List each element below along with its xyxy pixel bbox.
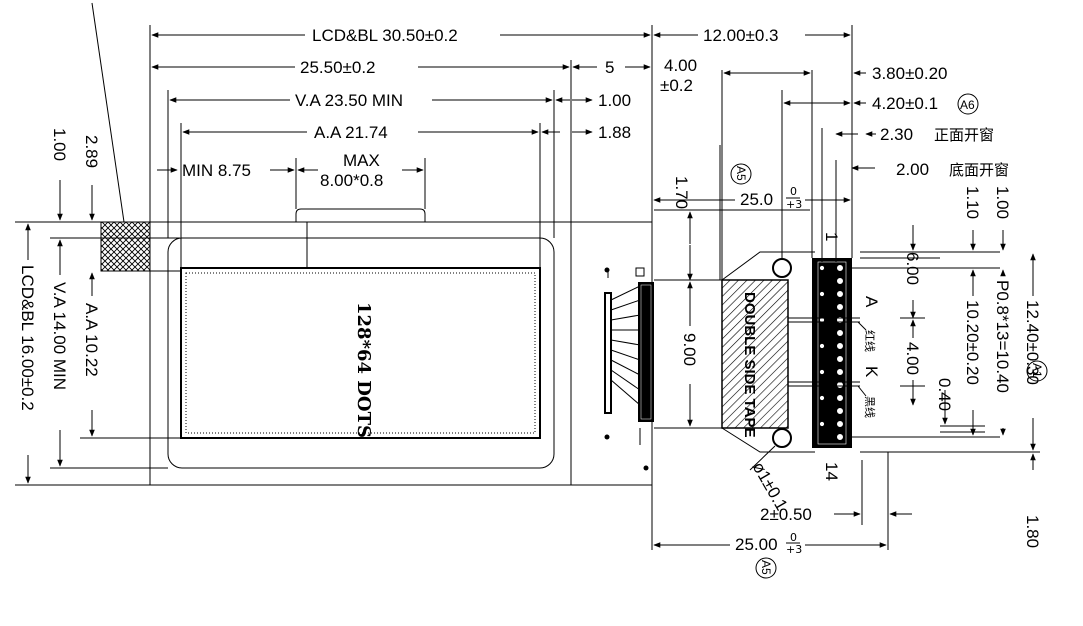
- black-wire-label: 黑线: [863, 396, 877, 418]
- dim-1-80: 1.80: [1023, 515, 1042, 548]
- dim-2-00: 2.00: [896, 160, 929, 179]
- bottom-window-label: 底面开窗: [949, 161, 1009, 179]
- side-view: DOUBLE SIDE TAPE: [604, 145, 900, 481]
- middle-vertical-dims: 9.00: [680, 211, 699, 427]
- dim-4-00: 4.00: [664, 56, 697, 75]
- svg-text:A5: A5: [734, 166, 748, 181]
- dim-max-value: 8.00*0.8: [320, 171, 383, 190]
- dim-va-height: V.A 14.00 MIN: [50, 282, 69, 390]
- dim-4-20: 4.20±0.1: [872, 94, 938, 113]
- dim-12-40: 12.40±0.30: [1023, 300, 1042, 385]
- left-dimensions: LCD&BL 16.00±0.2 V.A 14.00 MIN A.A 10.22…: [15, 128, 181, 486]
- svg-text:A6: A6: [960, 98, 975, 112]
- dim-1-70: 1.70: [672, 176, 691, 209]
- dim-va-width: V.A 23.50 MIN: [295, 91, 403, 110]
- dim-9-00: 9.00: [680, 333, 699, 366]
- dim-12-00: 12.00±0.3: [703, 26, 779, 45]
- dim-10-20: 10.20±0.20: [963, 300, 982, 385]
- dim-1-88: 1.88: [598, 123, 631, 142]
- dim-25-50: 25.50±0.2: [300, 58, 376, 77]
- front-view: 128*64 DOTS: [91, 2, 653, 486]
- dim-tol-bottom-num: 0: [790, 531, 797, 544]
- dim-5: 5: [605, 58, 614, 77]
- tag-a1: A1: [1026, 360, 1048, 382]
- dots-label: 128*64 DOTS: [353, 302, 374, 438]
- pin-a-label: A: [862, 296, 881, 308]
- dim-2-50: 2±0.50: [760, 505, 812, 524]
- dim-25-0-top: 25.0: [740, 190, 773, 209]
- dim-tol-bottom-den: +3: [786, 543, 802, 556]
- dim-pm-0-2: ±0.2: [660, 76, 693, 95]
- corner-hatched-block: [100, 221, 151, 272]
- svg-text:A5: A5: [759, 560, 773, 575]
- dim-aa-height: A.A 10.22: [82, 303, 101, 377]
- dim-2-30: 2.30: [880, 125, 913, 144]
- pin-14-label: 14: [822, 462, 841, 481]
- lcd-outline: [149, 221, 653, 486]
- tape-label: DOUBLE SIDE TAPE: [741, 292, 758, 438]
- gold-finger-pins: [812, 258, 852, 448]
- dim-max-label: MAX: [343, 151, 380, 170]
- dim-1-10: 1.10: [963, 186, 982, 219]
- fpc-lines: [610, 285, 641, 406]
- dim-lcd-bl-width: LCD&BL 30.50±0.2: [312, 26, 458, 45]
- tag-a6: A6: [957, 93, 979, 115]
- pin-k-label: K: [862, 366, 881, 378]
- double-side-tape: [721, 279, 789, 429]
- dim-lcd-bl-height: LCD&BL 16.00±0.2: [18, 265, 37, 411]
- dim-4-00-v: 4.00: [903, 342, 922, 375]
- tag-a5-top: A5: [730, 163, 752, 185]
- dim-1-00-left: 1.00: [50, 128, 69, 161]
- viewing-area: [167, 237, 555, 469]
- dim-1-00-right: 1.00: [993, 186, 1012, 219]
- dim-aa-width: A.A 21.74: [314, 123, 388, 142]
- red-wire-label: 红线: [863, 330, 877, 352]
- front-window-label: 正面开窗: [934, 126, 994, 144]
- mounting-hole-bottom: [772, 428, 792, 448]
- svg-text:A1: A1: [1030, 363, 1044, 378]
- dim-25-00-bottom: 25.00: [735, 535, 778, 554]
- pin-1-label: 1: [822, 232, 841, 241]
- dim-1-00-top: 1.00: [598, 91, 631, 110]
- mounting-hole-top: [772, 258, 792, 278]
- right-vertical-dims: 6.00 4.00 0.40 1.10 10.20±0.20 1.00 P0.8…: [860, 186, 1048, 548]
- dim-tol-top-num: 0: [790, 185, 797, 198]
- active-area: [180, 267, 541, 439]
- dim-2-89: 2.89: [82, 135, 101, 168]
- bottom-right-dims: ø1±0.1 2±0.50 25.00 0 +3 A5: [651, 445, 912, 579]
- dim-min-8-75: MIN 8.75: [182, 161, 251, 180]
- top-dimensions: LCD&BL 30.50±0.2 25.50±0.2 5 V.A 23.50 M…: [149, 25, 653, 268]
- dim-3-80: 3.80±0.20: [872, 64, 948, 83]
- dim-tol-top-den: +3: [786, 198, 802, 211]
- dim-pitch: P0.8*13=10.40: [993, 280, 1012, 393]
- dim-6-00: 6.00: [903, 252, 922, 285]
- tag-a5-bottom: A5: [755, 557, 777, 579]
- right-top-dimensions: 12.00±0.3 4.00 ±0.2 3.80±0.20 4.20±0.1 A…: [651, 25, 1009, 280]
